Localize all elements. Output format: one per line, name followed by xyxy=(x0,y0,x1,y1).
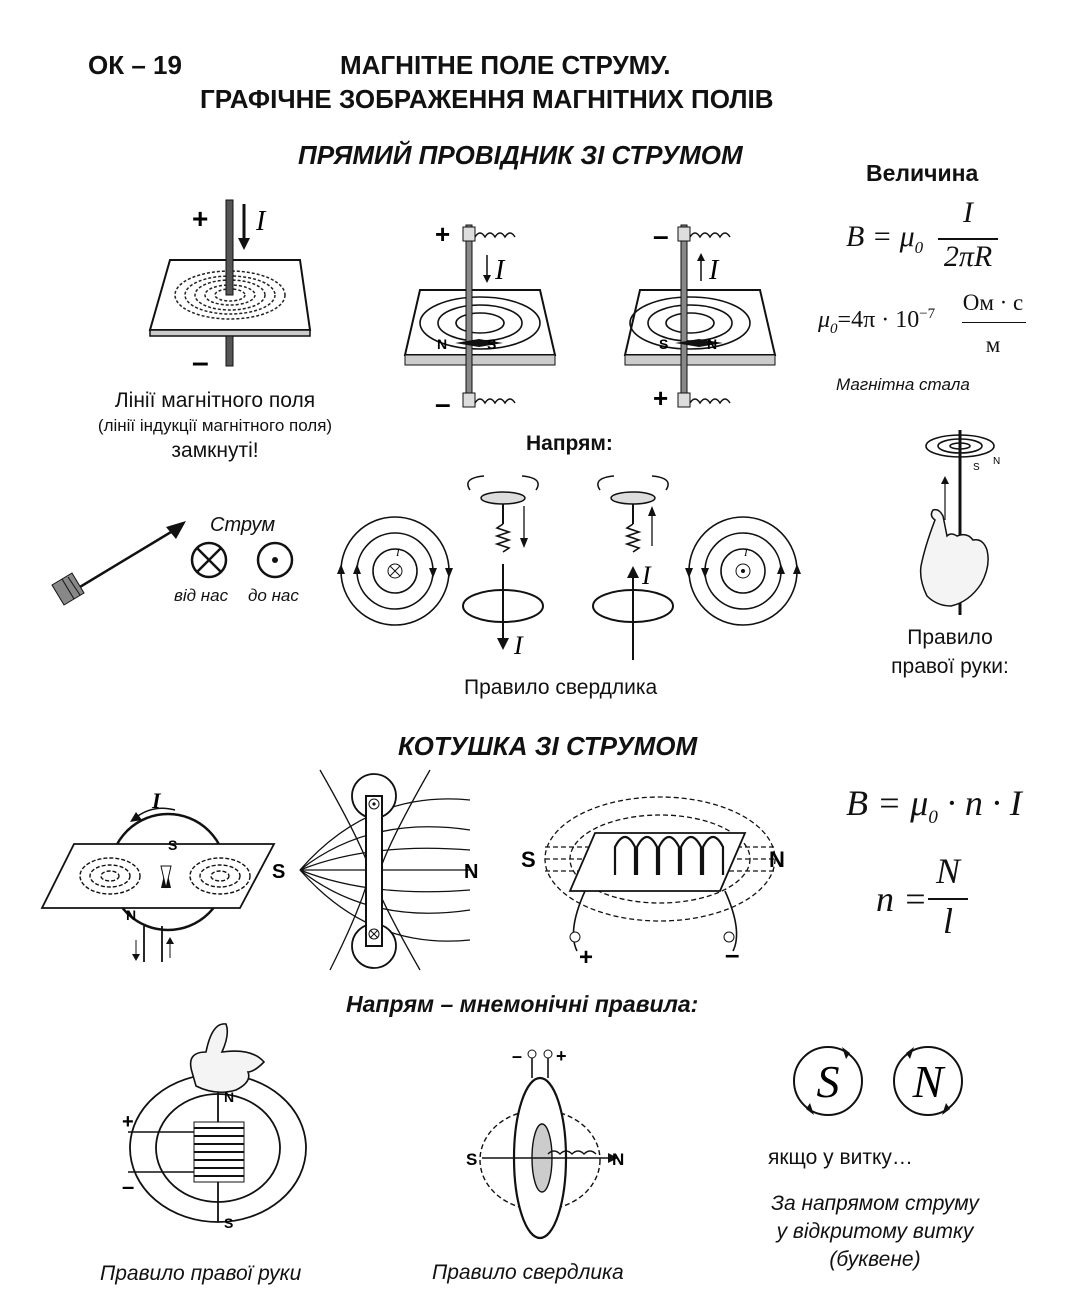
plus-sign: + xyxy=(556,1046,567,1066)
minus-sign: – xyxy=(653,220,669,251)
letter-n: N xyxy=(912,1056,946,1107)
compass-board-down: N S I + – xyxy=(403,219,557,419)
field-circles-toward: I xyxy=(685,516,801,626)
plus-sign: + xyxy=(192,203,208,234)
formula-b-coil: B = μ0 · n · I xyxy=(846,783,1022,829)
page-code: ОК – 19 xyxy=(88,50,182,80)
formula-numerator: I xyxy=(963,196,973,229)
north-label: N xyxy=(224,1089,234,1105)
formula-n-numerator: N xyxy=(935,851,960,891)
plus-sign: + xyxy=(122,1111,134,1133)
away-label: від нас xyxy=(174,586,229,605)
minus-sign: – xyxy=(122,1174,134,1199)
section-straight-conductor-title: ПРЯМИЙ ПРОВІДНИК ЗІ СТРУМОМ xyxy=(298,140,743,170)
feathered-arrow-icon xyxy=(51,521,186,606)
filings-figure: + – I xyxy=(148,199,312,379)
right-hand-rule-caption-2: правої руки: xyxy=(891,655,1009,678)
field-lines-caption: Лінії магнітного поля xyxy=(114,389,316,412)
current-label: I xyxy=(151,788,162,813)
compass-board-up: S N I – + xyxy=(623,220,777,413)
fraction-bar xyxy=(938,238,998,240)
gimlet-loop-figure: – + S N xyxy=(466,1046,624,1240)
current-label: I xyxy=(513,631,524,660)
right-hand-wire-figure: S N xyxy=(919,430,1000,615)
right-hand-rule-caption: Правило xyxy=(907,626,993,649)
plus-sign: + xyxy=(435,219,450,249)
solenoid-field-figure: S N + – xyxy=(521,796,785,971)
mu-unit-numerator: Ом · с xyxy=(962,290,1024,315)
field-lines-caption-closed: замкнуті! xyxy=(171,439,259,462)
formula-mu0: μ0=4π · 10−7 xyxy=(818,306,936,337)
current-label: I xyxy=(395,547,401,559)
s-letter-loop-icon: S xyxy=(793,1046,863,1116)
current-toward-icon xyxy=(256,541,294,579)
mu-fraction-bar xyxy=(962,322,1026,323)
right-hand-rule-label: Правило правої руки xyxy=(100,1262,302,1285)
gimlet-down: I xyxy=(462,475,544,660)
gimlet-rule-caption: Правило свердлика xyxy=(464,676,658,699)
letter-rule-line2: у відкритому витку xyxy=(776,1220,974,1243)
gimlet-rule-label: Правило свердлика xyxy=(432,1261,624,1284)
if-in-coil-label: якщо у витку… xyxy=(768,1146,913,1169)
minus-sign: – xyxy=(512,1046,522,1066)
current-label: I xyxy=(708,255,720,286)
north-label: N xyxy=(769,847,785,872)
gimlet-up: I xyxy=(592,475,674,660)
minus-sign: – xyxy=(435,388,451,419)
south-label: S xyxy=(973,462,980,473)
page-title-line1: МАГНІТНЕ ПОЛЕ СТРУМУ. xyxy=(340,50,671,80)
section-coil-title: КОТУШКА ЗІ СТРУМОМ xyxy=(398,731,698,761)
minus-sign: – xyxy=(192,346,209,379)
north-label: N xyxy=(437,336,447,352)
north-label: N xyxy=(612,1150,624,1169)
direction-label: Напрям: xyxy=(526,432,613,455)
formula-n-denominator: l xyxy=(942,901,953,941)
magnitude-title: Величина xyxy=(866,160,979,186)
current-label: I xyxy=(743,547,749,559)
magnetic-constant-label: Магнітна стала xyxy=(836,375,970,394)
south-label: S xyxy=(521,847,536,872)
section-mnemonics-title: Напрям – мнемонічні правила: xyxy=(346,991,699,1017)
south-label: S xyxy=(224,1215,233,1231)
fraction-bar xyxy=(928,898,968,900)
south-label: S xyxy=(272,861,285,883)
letter-s: S xyxy=(817,1056,840,1107)
letter-rule-line3: (буквене) xyxy=(829,1248,921,1271)
toward-label: до нас xyxy=(248,586,299,605)
north-label: N xyxy=(464,861,478,883)
south-label: S xyxy=(466,1150,477,1169)
current-title: Струм xyxy=(210,514,276,536)
south-label: S xyxy=(168,837,177,853)
plus-sign: + xyxy=(653,383,668,413)
plus-sign: + xyxy=(579,944,593,971)
north-label: N xyxy=(707,336,717,352)
field-lines-caption-sub: (лінії індукції магнітного поля) xyxy=(97,416,333,435)
right-hand-coil-figure: + – N S xyxy=(122,1023,307,1231)
formula-b-straight: B = μ0 xyxy=(846,220,924,257)
page-title-line2: ГРАФІЧНЕ ЗОБРАЖЕННЯ МАГНІТНИХ ПОЛІВ xyxy=(200,84,774,114)
letter-rule-line1: За напрямом струму xyxy=(771,1192,979,1215)
current-label: I xyxy=(494,255,506,286)
minus-sign: – xyxy=(725,939,739,969)
current-label: I xyxy=(255,206,267,237)
field-circles-away: I xyxy=(337,516,453,626)
coil-loop-figure: S N I xyxy=(40,788,276,962)
formula-denominator: 2πR xyxy=(943,240,993,273)
south-label: S xyxy=(659,336,668,352)
south-label: S xyxy=(487,336,496,352)
mu-unit-denominator: м xyxy=(985,332,1001,357)
formula-n-lhs: n = xyxy=(876,879,928,919)
north-label: N xyxy=(126,907,136,923)
current-label: I xyxy=(641,561,652,590)
north-label: N xyxy=(993,456,1000,467)
n-letter-loop-icon: N xyxy=(893,1046,963,1116)
current-away-icon xyxy=(190,541,228,579)
coil-side-field-figure: S N xyxy=(272,769,478,971)
